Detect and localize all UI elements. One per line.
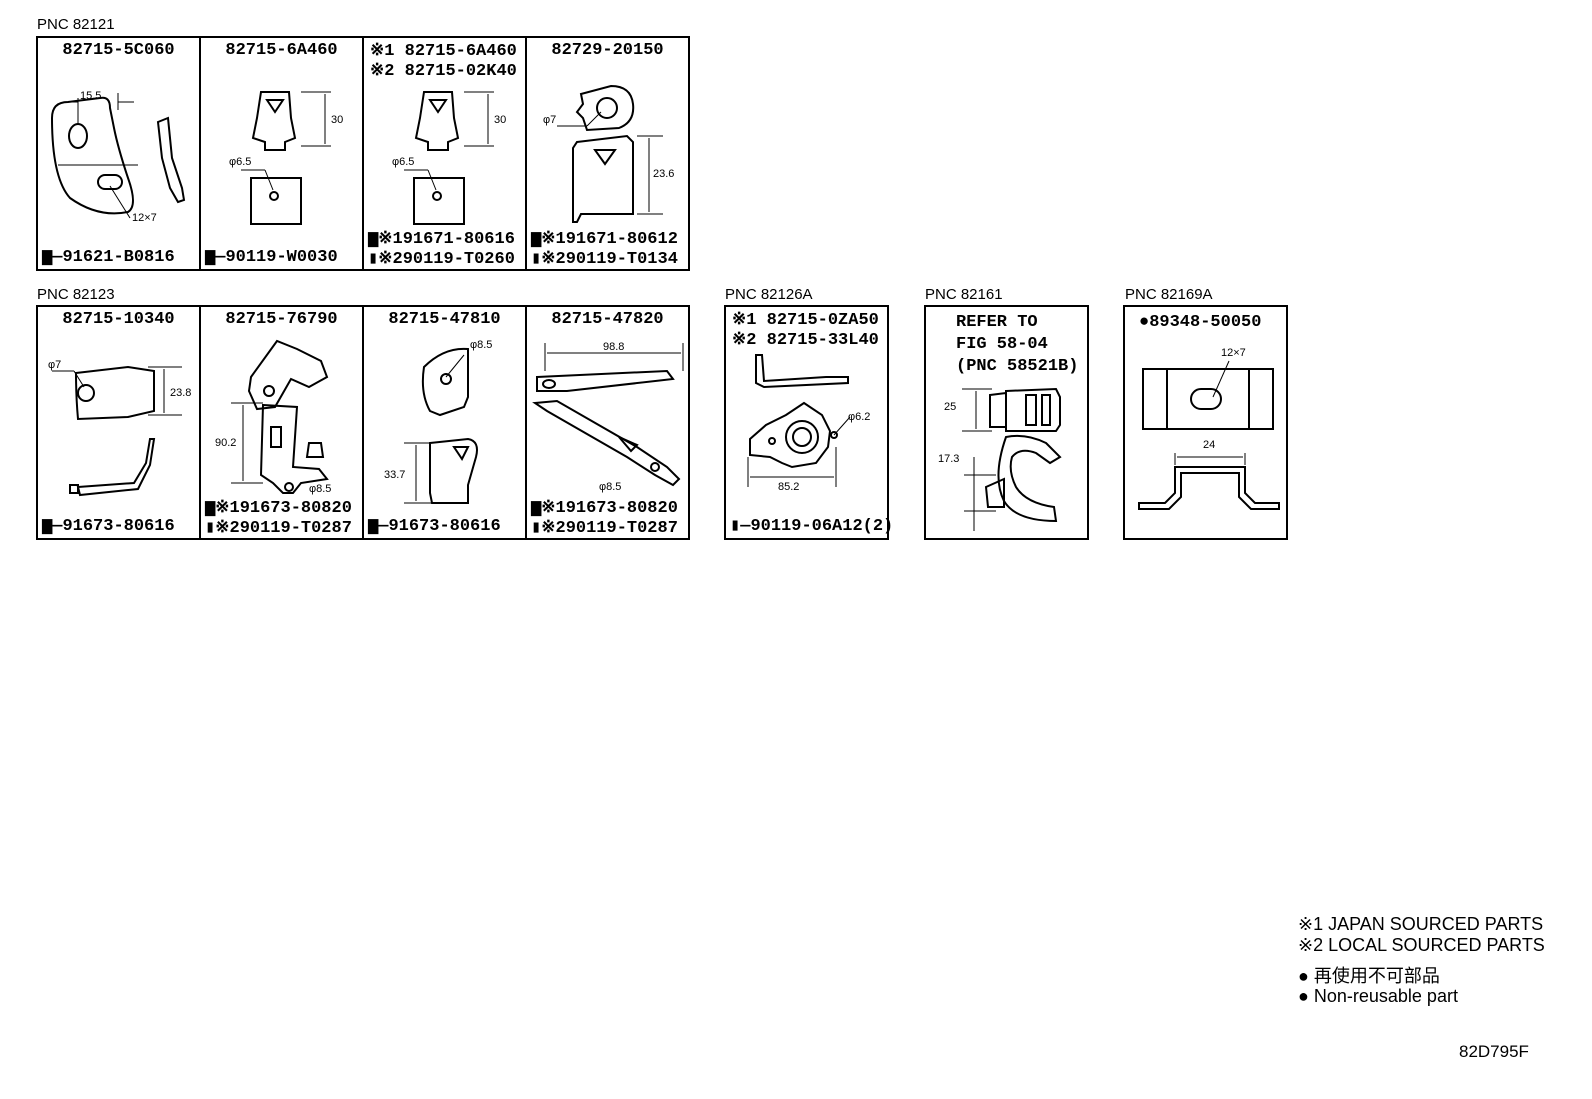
dim-label: 30 [494,114,507,126]
dim-label: φ8.5 [470,339,493,351]
pnc-label-82123: PNC 82123 [37,286,115,303]
bolt-part-number: ▆—91673-80616 [42,517,175,536]
dim-label: 23.8 [170,387,192,399]
connector-drawing [962,387,1062,531]
dim-label: φ6.5 [392,156,415,168]
legend-non-reusable-en: ● Non-reusable part [1298,986,1458,1006]
dim-label: φ6.2 [848,411,871,423]
bracket-drawing [241,91,331,225]
part-number: 82729-20150 [551,41,664,60]
part-cell-82715-5C060[interactable]: 82715-5C060 15.5 12×7 ▆—91621-B0816 [36,36,201,271]
pnc-label-82169a: PNC 82169A [1125,286,1213,303]
bolt-part-number-japan: ▆※191671-80612 [531,230,678,249]
dim-label: 30 [331,114,344,126]
part-cell-89348-50050[interactable]: ●89348-50050 12×7 24 [1123,305,1288,540]
bracket-drawing [557,84,663,223]
part-number: 82715-6A460 [225,41,338,60]
bolt-part-number-japan: ▆※191671-80616 [368,230,515,249]
clamp-drawing [1138,360,1280,510]
dim-label: 23.6 [653,168,675,180]
dim-label: 12×7 [132,212,157,224]
bolt-part-number: ▆—91621-B0816 [42,248,175,267]
bolt-part-number-local: ▮※290119-T0134 [531,250,678,269]
dim-label: 90.2 [215,437,237,449]
dim-label: φ6.5 [229,156,252,168]
bracket-drawing [532,343,684,487]
dim-label: φ7 [543,114,557,126]
legend-japan-sourced: ※1 JAPAN SOURCED PARTS [1298,914,1544,934]
bolt-part-number-japan: ▆※191673-80820 [531,499,678,518]
part-number: 82715-47810 [388,310,501,329]
part-number-non-reusable: ●89348-50050 [1139,313,1262,332]
part-number-japan: ※1 82715-0ZA50 [732,311,879,330]
part-cell-82715-76790[interactable]: 82715-76790 90.2 φ8.5 ▆※191673-80820 ▮※2… [199,305,364,540]
dim-label: 24 [1203,439,1216,451]
part-cell-82715-47810[interactable]: 82715-47810 φ8.5 33.7 ▆—91673-80616 [362,305,527,540]
bracket-drawing [231,339,329,494]
bolt-part-number-local: ▮※290119-T0260 [368,250,515,269]
bolt-part-number: ▮—90119-06A12(2) [730,517,894,536]
part-number: 82715-47820 [551,310,664,329]
refer-line-2: FIG 58-04 [956,335,1048,354]
dim-label: 15.5 [80,90,102,102]
legend-non-reusable-jp: ● 再使用不可部品 [1298,966,1440,986]
dim-label: 17.3 [938,453,960,465]
bracket-drawing [52,365,182,497]
legend-local-sourced: ※2 LOCAL SOURCED PARTS [1298,935,1545,955]
part-cell-82729-20150[interactable]: 82729-20150 φ7 23.6 ▆※191671-80612 ▮※290… [525,36,690,271]
bolt-part-number-local: ▮※290119-T0287 [205,519,352,538]
bracket-drawing [404,91,494,225]
refer-line-3: (PNC 58521B) [956,357,1079,376]
pnc-label-82126a: PNC 82126A [725,286,813,303]
bolt-part-number-japan: ▆※191673-80820 [205,499,352,518]
part-cell-refer-fig-58-04[interactable]: REFER TO FIG 58-04 (PNC 58521B) 25 17.3 [924,305,1089,540]
bracket-drawing [404,347,478,504]
part-number: 82715-76790 [225,310,338,329]
part-number-local: ※2 82715-02K40 [370,62,517,81]
dim-label: φ8.5 [309,483,332,495]
dim-label: 33.7 [384,469,406,481]
bolt-part-number: ▆—91673-80616 [368,517,501,536]
dim-label: φ7 [48,359,62,371]
part-number-local: ※2 82715-33L40 [732,331,879,350]
part-cell-82715-6A460-02K40[interactable]: ※1 82715-6A460 ※2 82715-02K40 30 φ6.5 ▆※… [362,36,527,271]
bolt-part-number: ▆—90119-W0030 [205,248,338,267]
pnc-label-82161: PNC 82161 [925,286,1003,303]
dim-label: φ8.5 [599,481,622,493]
dim-label: 12×7 [1221,347,1246,359]
dim-label: 85.2 [778,481,800,493]
figure-code: 82D795F [1459,1042,1529,1061]
bracket-drawing [747,354,851,487]
dim-label: 25 [944,401,957,413]
dim-label: 98.8 [603,341,625,353]
part-number-japan: ※1 82715-6A460 [370,42,517,61]
bolt-part-number-local: ▮※290119-T0287 [531,519,678,538]
part-cell-82715-6A460[interactable]: 82715-6A460 30 φ6.5 ▆—90119-W0030 [199,36,364,271]
part-cell-82715-10340[interactable]: 82715-10340 φ7 23.8 ▆—91673-80616 [36,305,201,540]
part-number: 82715-10340 [62,310,175,329]
pnc-label-82121: PNC 82121 [37,16,115,33]
part-cell-82715-0ZA50-33L40[interactable]: ※1 82715-0ZA50 ※2 82715-33L40 φ6.2 85.2 … [724,305,893,540]
part-number: 82715-5C060 [62,41,175,60]
bracket-drawing [50,93,186,219]
refer-line-1: REFER TO [956,313,1038,332]
part-cell-82715-47820[interactable]: 82715-47820 98.8 φ8.5 ▆※191673-80820 ▮※2… [525,305,690,540]
